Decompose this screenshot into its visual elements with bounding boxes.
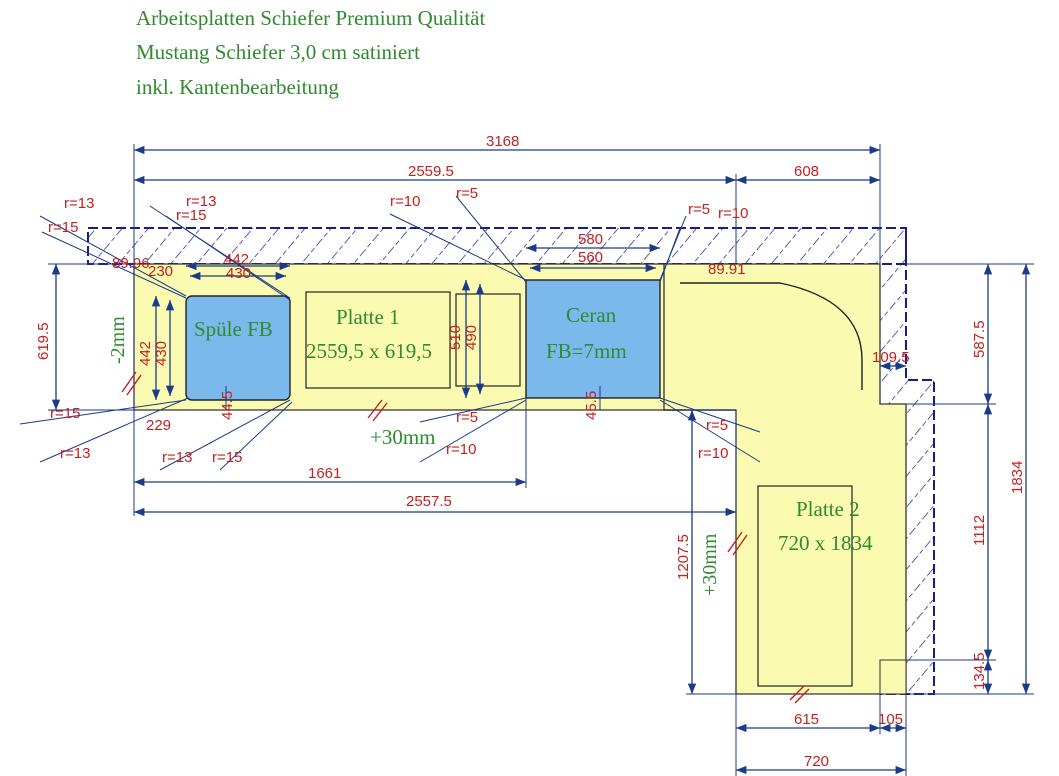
- dim-ceran-455: 45.5: [583, 391, 600, 420]
- radius-r15-b: r=15: [176, 207, 206, 224]
- dim-right-1112: 1112: [971, 515, 988, 546]
- radius-r13-c: r=13: [60, 445, 90, 462]
- dim-ceran-510: 510: [447, 325, 464, 350]
- dim-sink-442-top: 442: [224, 251, 249, 268]
- dim-bottom-2557: 2557.5: [406, 493, 452, 510]
- sink-cutout: [185, 295, 291, 401]
- dim-bottom-105: 105: [878, 711, 903, 728]
- platte-1-size: 2559,5 x 619,5: [306, 339, 432, 363]
- dim-corner-1095: 109.5: [872, 349, 910, 366]
- dim-platte1-width: 2559.5: [408, 163, 454, 180]
- dim-sink-8996: 89.96: [112, 255, 150, 272]
- radius-r13-a: r=13: [64, 195, 94, 212]
- radius-r10-b: r=10: [446, 441, 476, 458]
- radius-r5-c: r=5: [688, 201, 710, 218]
- platte-2-name: Platte 2: [796, 497, 860, 521]
- radius-r13-d: r=13: [162, 449, 192, 466]
- plus30-side: +30mm: [699, 533, 721, 596]
- plus30-bottom: +30mm: [370, 425, 436, 449]
- platte-1-name: Platte 1: [336, 305, 400, 329]
- radius-r10-a: r=10: [390, 193, 420, 210]
- radius-r15-c: r=15: [50, 405, 80, 422]
- radius-r5-d: r=5: [706, 417, 728, 434]
- dim-bottom-720: 720: [804, 753, 829, 770]
- cooktop-cutout: [525, 279, 661, 399]
- radius-r15-d: r=15: [212, 449, 242, 466]
- dim-sink-442-side: 442: [137, 341, 154, 366]
- dim-right-1834: 1834: [1009, 461, 1026, 494]
- dim-right-5875: 587.5: [971, 320, 988, 358]
- dim-sink-430-side: 430: [153, 341, 170, 366]
- platte-2-slab: [663, 263, 907, 695]
- offset-top-label: -2mm: [107, 316, 129, 364]
- dim-bottom-615: 615: [794, 711, 819, 728]
- drawer-outline-1: [305, 291, 451, 389]
- dim-ceran-560: 560: [578, 249, 603, 266]
- dim-ceran-580: 580: [578, 231, 603, 248]
- drawer-outline-2: [455, 293, 521, 387]
- dim-left-12075: 1207.5: [675, 534, 692, 580]
- dim-corner-width: 608: [794, 163, 819, 180]
- cooktop-name: Ceran: [566, 303, 617, 327]
- radius-r5-a: r=5: [456, 185, 478, 202]
- title-line-1: Arbeitsplatten Schiefer Premium Qualität: [136, 6, 486, 30]
- dim-ceran-490: 490: [463, 325, 480, 350]
- radius-r10-d: r=10: [698, 445, 728, 462]
- cooktop-note: FB=7mm: [546, 339, 627, 363]
- dim-left-6195: 619.5: [35, 322, 52, 360]
- dim-sink-230: 230: [148, 263, 173, 280]
- dim-sink-229: 229: [146, 417, 171, 434]
- radius-r15-a: r=15: [48, 219, 78, 236]
- corner-notch: [879, 659, 907, 695]
- dim-bottom-1661: 1661: [308, 465, 341, 482]
- platte-2-size: 720 x 1834: [778, 531, 873, 555]
- wall-right: [880, 228, 935, 695]
- dim-sink-445: 44.5: [219, 391, 236, 420]
- break-marks: [121, 371, 810, 704]
- title-line-3: inkl. Kantenbearbeitung: [136, 75, 339, 99]
- corner-curve: [680, 282, 863, 390]
- radius-r5-b: r=5: [456, 409, 478, 426]
- title-line-2: Mustang Schiefer 3,0 cm satiniert: [136, 40, 421, 64]
- drawer-outline-3: [757, 485, 853, 687]
- radius-r10-c: r=10: [718, 205, 748, 222]
- sink-label: Spüle FB: [194, 317, 273, 341]
- dim-ceran-8991: 89.91: [708, 261, 746, 278]
- dim-sink-430-top: 430: [226, 265, 251, 282]
- radius-r13-b: r=13: [186, 193, 216, 210]
- dim-total-width: 3168: [486, 133, 519, 150]
- dim-right-1345: 134.5: [971, 652, 988, 690]
